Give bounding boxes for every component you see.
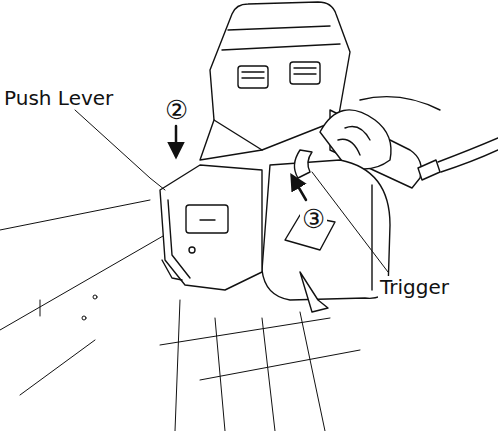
pull-arrow <box>292 176 306 200</box>
callout-number: ③ <box>300 205 327 233</box>
part-name: Push Lever <box>4 88 113 108</box>
air-hose <box>418 138 498 180</box>
part-name: Trigger <box>378 276 451 298</box>
coil-magazine <box>262 160 390 312</box>
callout-number: ② <box>163 96 190 124</box>
press-arrow <box>175 126 178 156</box>
push-lever <box>160 165 262 290</box>
trigger <box>294 150 312 178</box>
leader-line <box>75 110 165 190</box>
